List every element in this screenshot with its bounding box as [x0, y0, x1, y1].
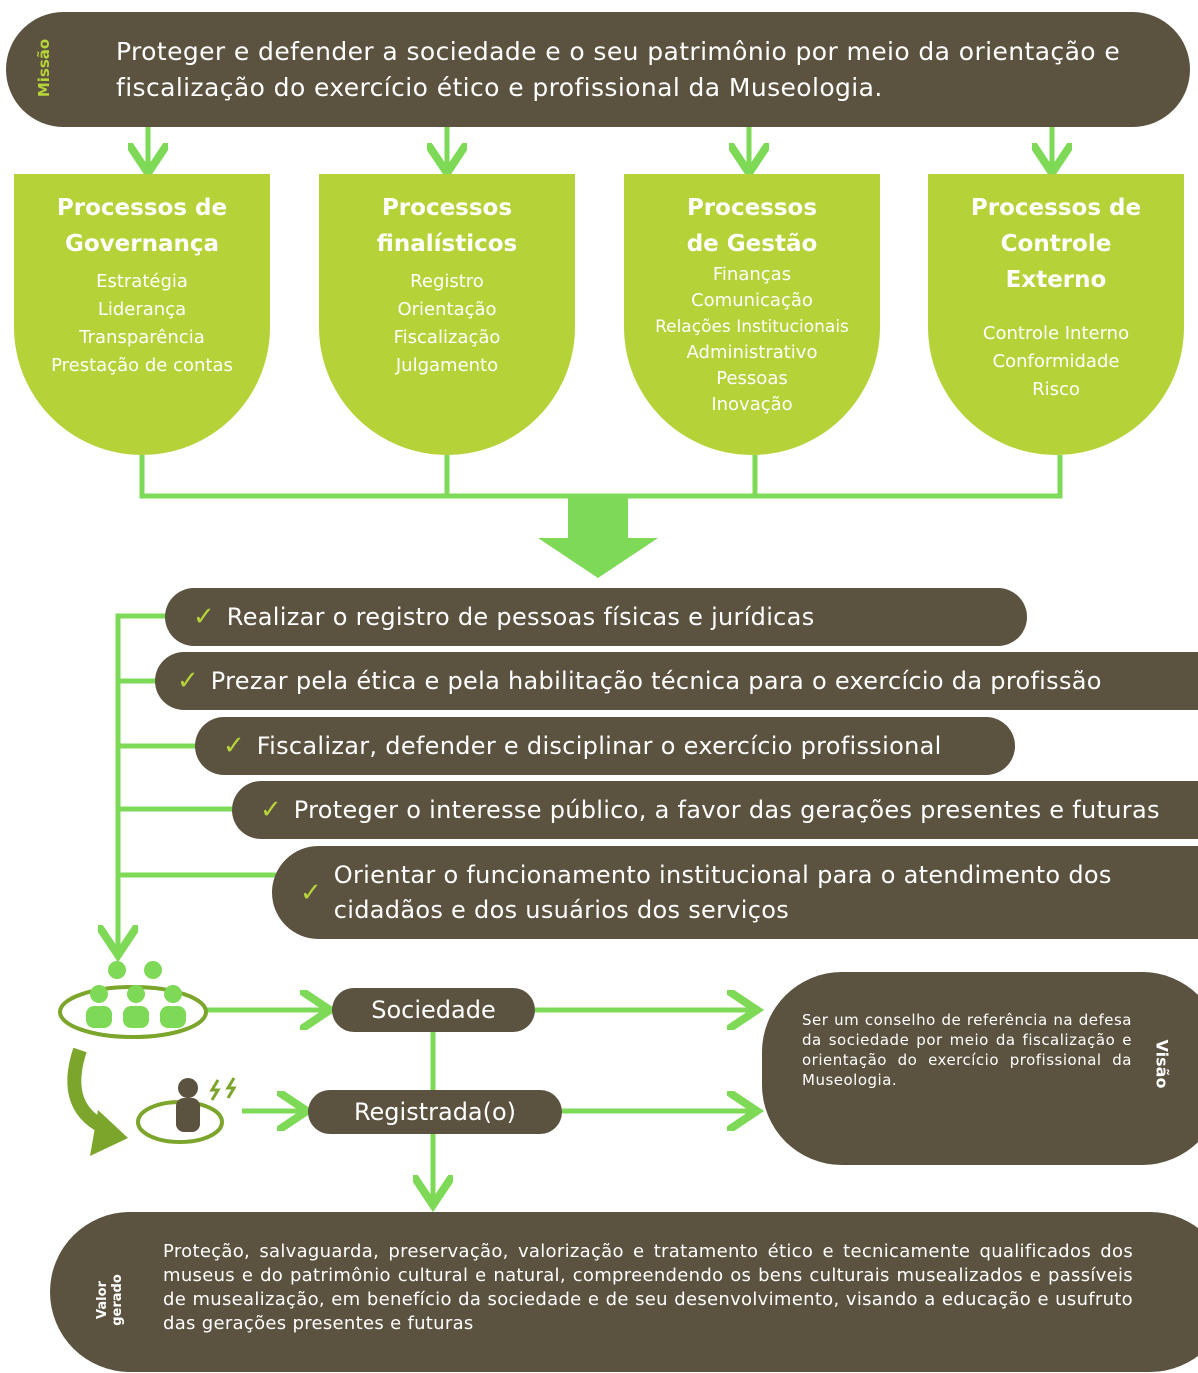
objective-pill: ✓ Prezar pela ética e pela habilitação t… [155, 652, 1198, 710]
process-item: Administrativo [686, 342, 818, 363]
big-down-arrow [538, 498, 658, 578]
value-box: Valor gerado Proteção, salvaguarda, pres… [50, 1212, 1198, 1372]
vision-box: Ser um conselho de referência na defesa … [762, 972, 1198, 1165]
check-icon: ✓ [260, 795, 282, 825]
process-title: Processos de Gestão [686, 195, 818, 257]
process-item: Comunicação [691, 290, 813, 311]
process-item: Controle Interno [982, 323, 1130, 344]
check-icon: ✓ [193, 602, 215, 632]
registered-person-icon [136, 1077, 237, 1144]
process-item: Registro [410, 271, 484, 292]
objective-pill: ✓ Realizar o registro de pessoas físicas… [165, 588, 1027, 646]
objective-text: Prezar pela ética e pela habilitação téc… [210, 667, 1102, 695]
objective-pill: ✓ Proteger o interesse público, a favor … [232, 781, 1198, 839]
society-label: Sociedade [332, 988, 535, 1032]
process-item: Pessoas [716, 368, 788, 389]
process-item: Estratégia [96, 271, 188, 292]
objective-text: Fiscalizar, defender e disciplinar o exe… [256, 732, 942, 760]
mission-text: Proteger e defender a sociedade e o seu … [116, 37, 1121, 102]
process-item: Fiscalização [393, 327, 501, 348]
check-icon: ✓ [177, 666, 199, 696]
process-title: Processos de Controle Externo [970, 195, 1142, 293]
mission-tag: Missão [35, 38, 53, 98]
process-item: Prestação de contas [51, 355, 233, 376]
check-icon: ✓ [300, 877, 322, 908]
objective-text: Orientar o funcionamento institucional p… [333, 860, 1112, 924]
objective-text: Proteger o interesse público, a favor da… [293, 796, 1160, 824]
mission-banner: Missão Proteger e defender a sociedade e… [6, 12, 1190, 127]
objectives-trunk [118, 613, 175, 950]
process-finalistic: Processos finalísticos Registro Orientaç… [319, 174, 575, 455]
process-title: Processos de Governança [56, 195, 228, 257]
registered-label: Registrada(o) [308, 1090, 562, 1134]
value-text: Proteção, salvaguarda, preservação, valo… [163, 1241, 1133, 1334]
process-item: Inovação [711, 394, 793, 415]
process-title: Processos finalísticos [376, 195, 518, 257]
process-governance: Processos de Governança Estratégia Lider… [14, 174, 270, 455]
process-management: Processos de Gestão Finanças Comunicação… [624, 174, 880, 455]
vision-tag: Visão [1152, 1039, 1172, 1089]
process-item: Risco [1032, 379, 1080, 400]
process-item: Julgamento [395, 355, 499, 376]
process-item: Transparência [79, 327, 205, 348]
objective-text: Realizar o registro de pessoas físicas e… [226, 603, 815, 631]
check-icon: ✓ [223, 731, 245, 761]
process-item: Relações Institucionais [655, 317, 849, 337]
process-item: Orientação [397, 299, 497, 320]
vision-text: Ser um conselho de referência na defesa … [802, 1011, 1132, 1089]
process-item: Conformidade [992, 351, 1120, 372]
process-merge-bracket [139, 455, 1063, 499]
objective-pill: ✓ Fiscalizar, defender e disciplinar o e… [195, 717, 1015, 775]
society-group-icon [58, 961, 208, 1039]
objective-pill: ✓ Orientar o funcionamento institucional… [272, 846, 1198, 939]
process-item: Liderança [97, 299, 187, 320]
process-external-control: Processos de Controle Externo Controle I… [928, 174, 1184, 455]
value-tag: Valor gerado [95, 1274, 125, 1326]
process-item: Finanças [712, 264, 792, 285]
